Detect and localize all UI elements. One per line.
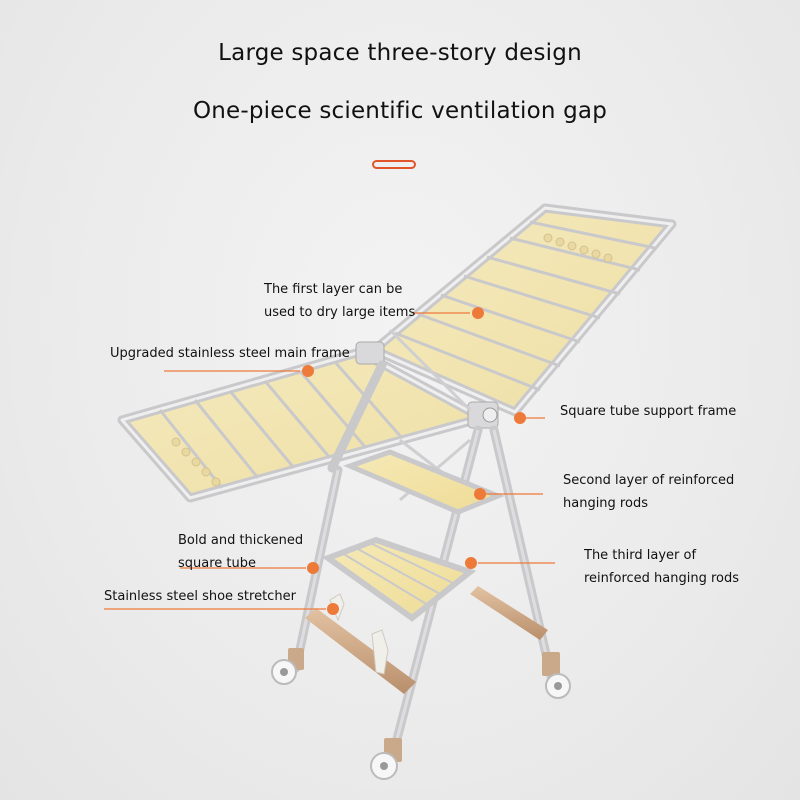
callout-first-layer: The first layer can be used to dry large… xyxy=(264,278,415,324)
marker-square-tube xyxy=(307,562,319,574)
callout-main-frame: Upgraded stainless steel main frame xyxy=(110,346,350,361)
callout-support-frame: Square tube support frame xyxy=(560,404,737,419)
callout-shoe-stretcher: Stainless steel shoe stretcher xyxy=(104,589,296,604)
shoe-stretcher-rods xyxy=(305,586,548,694)
third-shelf xyxy=(321,536,477,622)
decorative-pill xyxy=(372,160,416,169)
callout-square-tube: Bold and thickened square tube xyxy=(178,529,303,575)
callout-third-layer: The third layer of reinforced hanging ro… xyxy=(584,544,739,590)
headline-primary: Large space three-story design xyxy=(218,40,582,66)
marker-support-frame xyxy=(514,412,526,424)
marker-shoe-stretcher xyxy=(327,603,339,615)
callout-third-layer-line1: The third layer of xyxy=(584,548,697,563)
callout-markers xyxy=(104,307,555,615)
wheels xyxy=(271,659,571,780)
marker-third-layer xyxy=(465,557,477,569)
marker-first-layer xyxy=(472,307,484,319)
hinge-left xyxy=(355,341,385,365)
second-shelf xyxy=(343,449,505,515)
callout-second-layer: Second layer of reinforced hanging rods xyxy=(563,469,734,515)
callout-first-layer-line2: used to dry large items xyxy=(264,305,416,320)
marker-second-layer xyxy=(474,488,486,500)
callout-first-layer-line1: The first layer can be xyxy=(264,282,403,297)
callout-second-layer-line1: Second layer of reinforced xyxy=(563,473,735,488)
callout-third-layer-line2: reinforced hanging rods xyxy=(584,571,739,586)
callout-square-tube-line2: square tube xyxy=(178,556,257,571)
callout-second-layer-line2: hanging rods xyxy=(563,496,648,511)
foot-caps xyxy=(288,648,560,762)
marker-main-frame xyxy=(302,365,314,377)
callout-square-tube-line1: Bold and thickened xyxy=(178,533,304,548)
upper-wing xyxy=(369,203,677,417)
headline-secondary: One-piece scientific ventilation gap xyxy=(192,98,608,124)
